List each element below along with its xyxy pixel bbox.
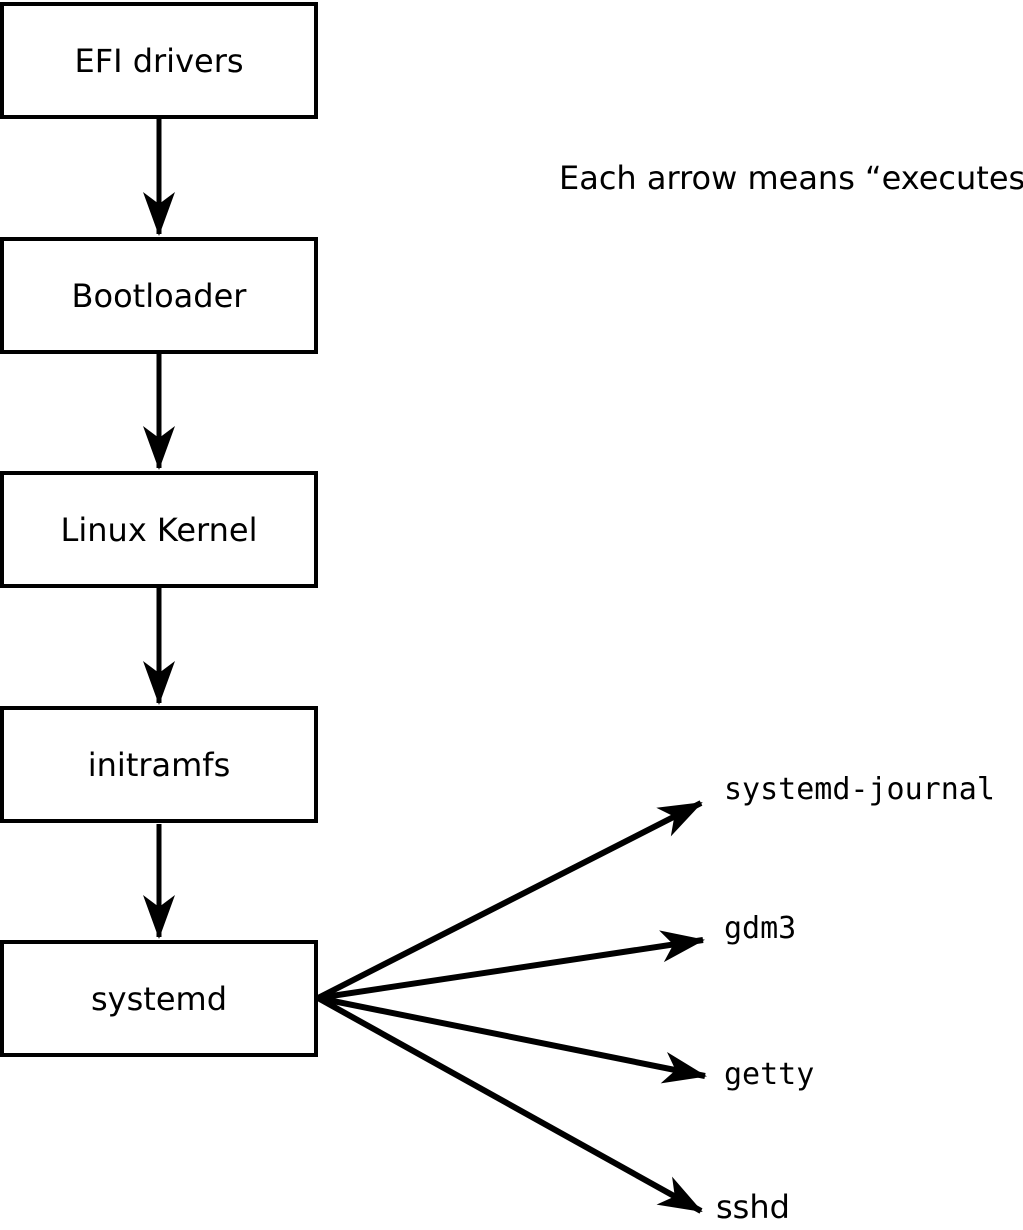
- box-systemd-label: systemd: [91, 979, 227, 1018]
- box-initramfs: initramfs: [0, 706, 318, 823]
- label-getty: getty: [724, 1057, 815, 1092]
- box-efi-drivers: EFI drivers: [0, 2, 318, 119]
- label-systemd-journal: systemd-journal: [724, 772, 995, 807]
- arrow-systemd-to-gdm3: [317, 930, 705, 1001]
- box-initramfs-label: initramfs: [87, 745, 231, 784]
- box-bootloader-label: Bootloader: [71, 276, 247, 315]
- arrow-systemd-to-journal: [316, 800, 703, 1001]
- box-bootloader: Bootloader: [0, 237, 318, 354]
- arrow-systemd-to-sshd: [316, 995, 703, 1214]
- box-efi-drivers-label: EFI drivers: [74, 41, 244, 80]
- box-systemd: systemd: [0, 940, 318, 1057]
- label-gdm3: gdm3: [724, 911, 797, 946]
- box-linux-kernel: Linux Kernel: [0, 471, 318, 588]
- box-linux-kernel-label: Linux Kernel: [60, 510, 258, 549]
- arrow-meaning-note: Each arrow means “executes”.: [559, 159, 1023, 197]
- arrow-systemd-to-getty: [317, 995, 707, 1084]
- label-sshd: sshd: [716, 1188, 790, 1226]
